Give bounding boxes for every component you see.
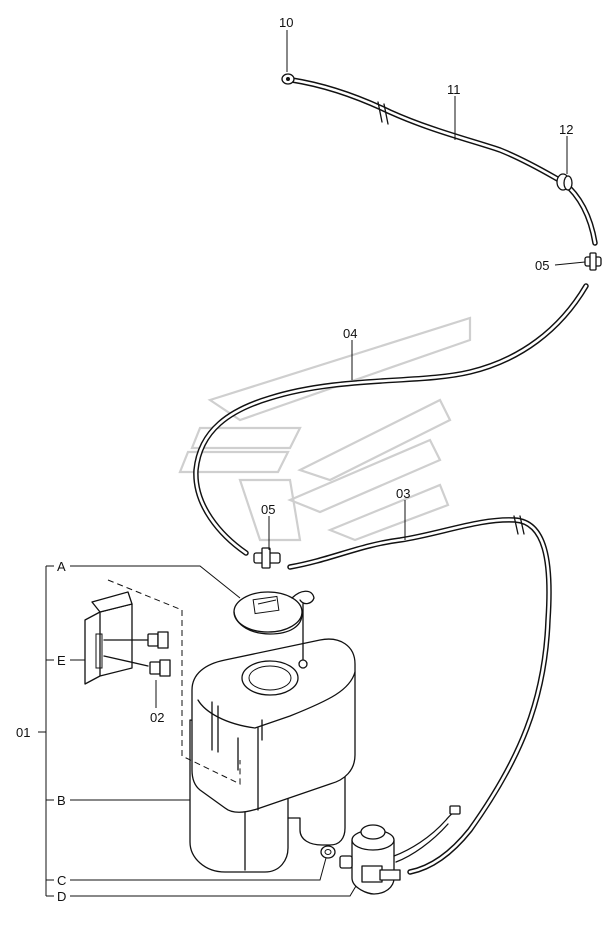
bolt-02-upper [147, 631, 169, 649]
mounting-bracket [84, 591, 149, 685]
label-part-12: 12 [559, 122, 573, 137]
tank-cap [233, 590, 315, 669]
end-cap-10 [281, 73, 295, 85]
label-part-02: 02 [150, 710, 164, 725]
washer-pump [339, 805, 461, 895]
label-sub-b: B [57, 793, 66, 808]
label-sub-d: D [57, 889, 66, 904]
label-sub-e: E [57, 653, 66, 668]
label-part-04: 04 [343, 326, 357, 341]
washer-tank [107, 579, 356, 873]
hose-03 [287, 515, 552, 875]
clamp-12 [556, 173, 573, 191]
watermark-logo [178, 316, 472, 542]
label-part-03: 03 [396, 486, 410, 501]
label-part-10: 10 [279, 15, 293, 30]
label-part-11: 11 [447, 82, 461, 97]
grommet-c [320, 845, 336, 859]
label-part-01: 01 [16, 725, 30, 740]
bolt-02-lower [149, 659, 171, 677]
label-part-05-top: 05 [535, 258, 549, 273]
connector-05-top [584, 252, 602, 271]
label-sub-a: A [57, 559, 66, 574]
hose-04 [193, 283, 589, 556]
leader-lines [38, 30, 586, 897]
label-sub-c: C [57, 873, 66, 888]
label-part-05-mid: 05 [261, 502, 275, 517]
hose-11 [289, 77, 598, 246]
connector-05-mid [253, 547, 281, 569]
